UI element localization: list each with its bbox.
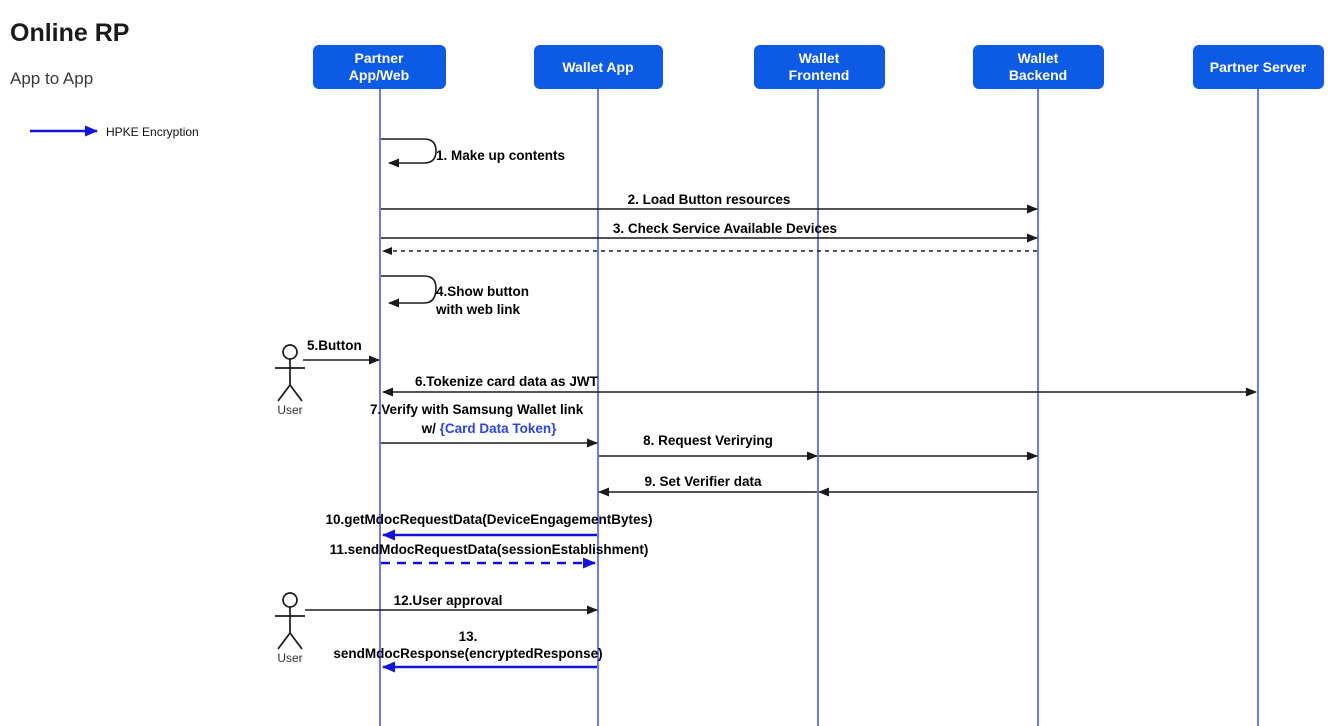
self-message-arrow — [381, 275, 437, 308]
message-7-label: 7.Verify with Samsung Wallet link — [370, 402, 584, 417]
message-12: 12.User approval — [305, 593, 598, 615]
lifeline-label-line1: Wallet — [799, 50, 840, 66]
message-6-label: 6.Tokenize card data as JWT — [415, 374, 599, 389]
lifeline-box — [534, 45, 663, 89]
lifeline-box — [1193, 45, 1324, 89]
lifelines-group — [379, 89, 1259, 726]
lifeline-label-line1: Partner Server — [1210, 59, 1307, 75]
message-2: 2. Load Button resources — [381, 192, 1038, 214]
lifeline-box — [313, 45, 446, 89]
actor-user-bottom: User — [275, 592, 305, 665]
message-10-label: 10.getMdocRequestData(DeviceEngagementBy… — [325, 512, 652, 527]
message-8-label: 8. Request Verirying — [643, 433, 773, 448]
message-13-label: 13. — [459, 629, 478, 644]
page-subtitle: App to App — [10, 69, 93, 88]
message-1: 1. Make up contents — [381, 138, 565, 168]
lifeline-box — [973, 45, 1104, 89]
message-12-label: 12.User approval — [394, 593, 503, 608]
actor-label: User — [277, 403, 302, 417]
legend: HPKE Encryption — [30, 125, 199, 139]
lifeline-head-partner-server[interactable]: Partner Server — [1193, 45, 1324, 89]
actor-label: User — [277, 651, 302, 665]
lifeline-label-line1: Wallet App — [562, 59, 633, 75]
message-11: 11.sendMdocRequestData(sessionEstablishm… — [330, 542, 649, 569]
message-11-label: 11.sendMdocRequestData(sessionEstablishm… — [330, 542, 649, 557]
page-title: Online RP — [10, 19, 129, 47]
message-4: 4.Show button with web link — [381, 275, 529, 317]
message-1-label: 1. Make up contents — [436, 148, 565, 163]
lifeline-label-line2: Frontend — [789, 67, 850, 83]
message-5-label: 5.Button — [307, 338, 362, 353]
message-3-label: 3. Check Service Available Devices — [613, 221, 837, 236]
message-2-label: 2. Load Button resources — [628, 192, 791, 207]
lifeline-head-wallet-backend[interactable]: Wallet Backend — [973, 45, 1104, 89]
message-7-label-line2-prefix: w/ — [421, 421, 440, 436]
message-6: 6.Tokenize card data as JWT — [382, 374, 1257, 397]
actor-user-top: User — [275, 344, 305, 417]
message-3: 3. Check Service Available Devices — [381, 221, 1038, 255]
message-7-label-line2-accent: {Card Data Token} — [440, 421, 558, 436]
message-7: 7.Verify with Samsung Wallet link w/ {Ca… — [370, 402, 598, 448]
self-message-arrow — [381, 138, 437, 168]
message-8: 8. Request Verirying — [599, 433, 1038, 461]
message-13: 13. sendMdocResponse(encryptedResponse) — [333, 629, 603, 673]
lifeline-label-line1: Partner — [354, 50, 404, 66]
lifeline-label-line1: Wallet — [1018, 50, 1059, 66]
message-4-label-line2: with web link — [435, 302, 520, 317]
legend-label: HPKE Encryption — [106, 125, 199, 139]
message-9-label: 9. Set Verifier data — [644, 474, 762, 489]
message-7-label-line2: w/ {Card Data Token} — [421, 421, 558, 436]
message-9: 9. Set Verifier data — [598, 474, 1037, 497]
lifeline-label-line2: App/Web — [349, 67, 409, 83]
message-4-label: 4.Show button — [436, 284, 529, 299]
lifeline-head-wallet-frontend[interactable]: Wallet Frontend — [754, 45, 885, 89]
lifeline-box — [754, 45, 885, 89]
lifeline-head-wallet-app[interactable]: Wallet App — [534, 45, 663, 89]
message-10: 10.getMdocRequestData(DeviceEngagementBy… — [325, 512, 653, 541]
message-5: 5.Button — [303, 338, 380, 365]
message-13-label-line2: sendMdocResponse(encryptedResponse) — [333, 646, 602, 661]
lifeline-label-line2: Backend — [1009, 67, 1067, 83]
lifeline-head-partner-app-web[interactable]: Partner App/Web — [313, 45, 446, 89]
